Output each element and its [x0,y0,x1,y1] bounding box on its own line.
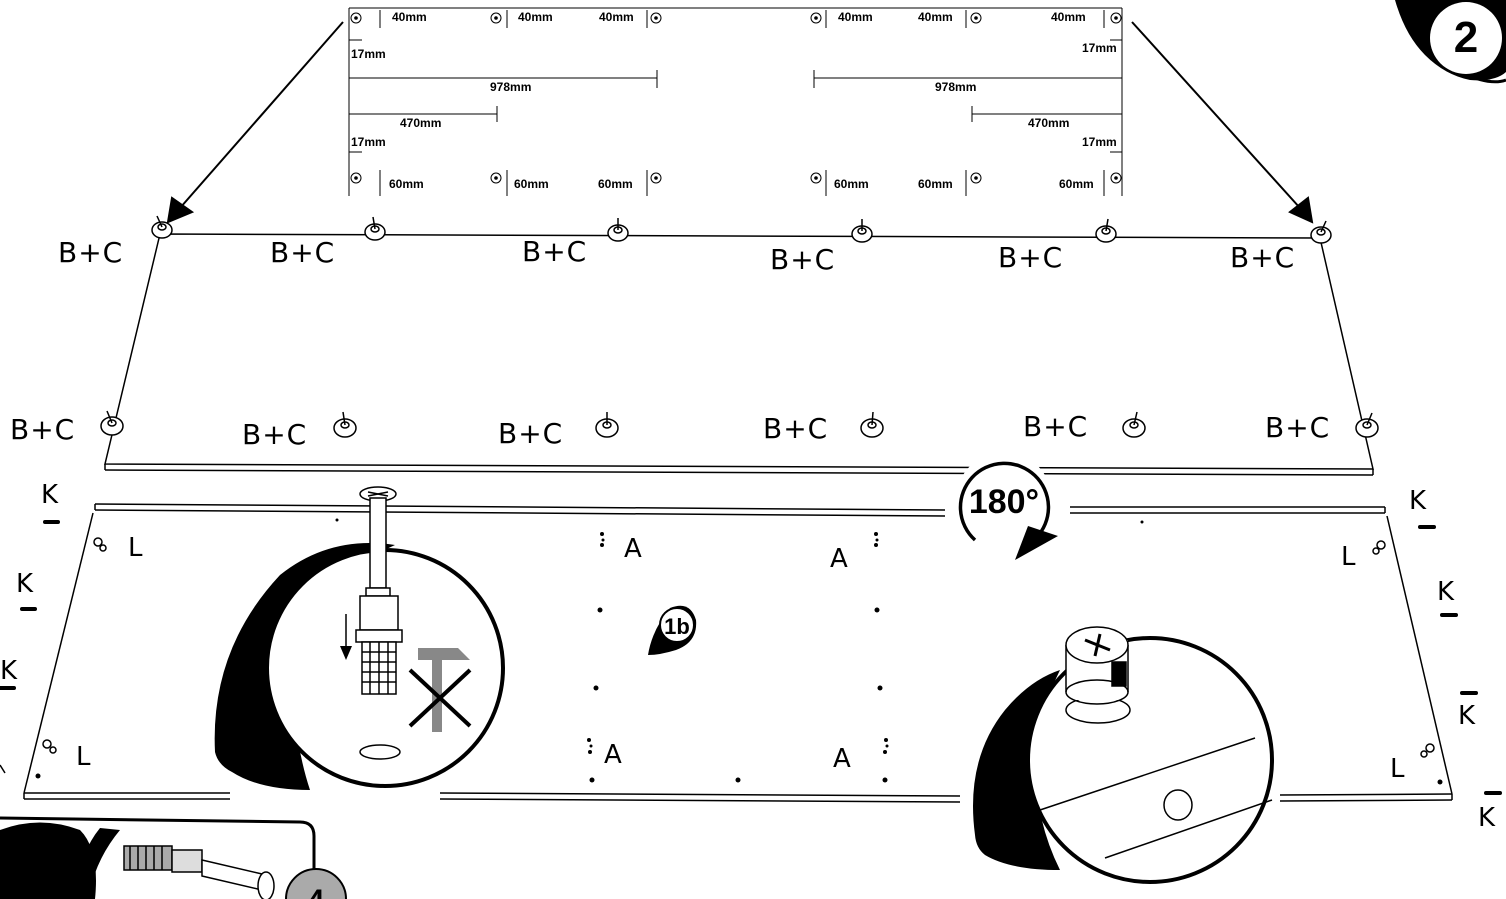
dim-top-6: 40mm [1051,10,1086,24]
rotate-180-icon: 180° [956,452,1058,560]
bc-label-top-6: B+C [1230,241,1295,274]
dim-edge-bottom-left: 17mm [351,135,386,149]
k-label-7: K [1478,803,1496,833]
a-label-1: A [624,534,642,564]
bc-label-bottom-4: B+C [763,412,828,445]
dim-length-right: 978mm [935,80,976,94]
lower-panel-labels: K K K K K K K L L L L A A A A [0,480,1496,833]
dim-bottom-1: 60mm [389,177,424,191]
dim-bottom-5: 60mm [918,177,953,191]
inset-right: 4x [973,626,1274,884]
substep-badge: 1b [648,605,697,655]
dim-top-1: 40mm [392,10,427,24]
bc-label-bottom-2: B+C [242,418,307,451]
pointer-arrows [166,21,1314,224]
k-label-4: K [1409,486,1427,516]
bc-label-top-1: B+C [58,236,123,269]
a-label-3: A [604,740,622,770]
dim-bottom-6: 60mm [1059,177,1094,191]
upper-panel-labels: B+C B+C B+C B+C B+C B+C B+C B+C B+C B+C … [10,235,1330,451]
l-label-1: L [128,533,143,563]
shelf-pegs [42,537,1435,758]
bc-label-bottom-1: B+C [10,413,75,446]
bc-label-bottom-5: B+C [1023,410,1088,443]
inset-left-qty: 4x [220,725,260,766]
bc-label-top-4: B+C [770,243,835,276]
a-label-2: A [830,544,848,574]
k-label-6: K [1458,701,1476,731]
k-label-1: K [41,480,59,510]
dim-bottom-2: 60mm [514,177,549,191]
k-label-3: K [0,656,18,686]
parts-box-qty: 4 [308,884,325,899]
parts-box-letter: A [7,836,58,899]
bc-label-top-3: B+C [522,235,587,268]
a-label-4: A [833,744,851,774]
cam-bolt-icon [123,845,275,899]
cam-fittings [100,215,1379,438]
dim-edge-top-left: 17mm [351,47,386,61]
no-hammer-cross-icon [408,668,472,728]
lower-panel-holes [35,518,1443,785]
lower-panel [0,503,1453,803]
cam-lock-icon [1065,626,1131,724]
dim-edge-top-right: 17mm [1082,41,1117,55]
step-badge: 2 [1395,0,1506,84]
dim-length-left: 978mm [490,80,531,94]
parts-box: A 4 [0,816,347,899]
substep-label: 1b [664,614,690,639]
k-dowels [0,520,1502,795]
rotation-label: 180° [969,483,1039,521]
dimension-drawing [348,7,1123,196]
k-label-5: K [1437,577,1455,607]
k-label-2: K [16,569,34,599]
dimension-holes [350,12,1122,184]
dim-mid-right: 470mm [1028,116,1069,130]
dim-top-4: 40mm [838,10,873,24]
upper-panel [104,233,1374,476]
dim-bottom-3: 60mm [598,177,633,191]
l-label-4: L [1390,754,1405,784]
l-label-2: L [76,742,91,772]
dim-top-2: 40mm [518,10,553,24]
bc-label-bottom-3: B+C [498,417,563,450]
step-number: 2 [1454,13,1478,62]
bc-label-top-5: B+C [998,241,1063,274]
dim-top-5: 40mm [918,10,953,24]
dim-bottom-4: 60mm [834,177,869,191]
bc-label-top-2: B+C [270,236,335,269]
bc-label-bottom-6: B+C [1265,411,1330,444]
l-label-3: L [1341,542,1356,572]
dim-top-3: 40mm [599,10,634,24]
dim-edge-bottom-right: 17mm [1082,135,1117,149]
dimension-labels: 40mm 40mm 40mm 40mm 40mm 40mm 17mm 17mm … [351,10,1117,191]
inset-left: 4x [214,486,505,790]
dim-mid-left: 470mm [400,116,441,130]
cam-stud-icon [355,486,403,695]
inset-right-qty: 4x [983,820,1023,861]
